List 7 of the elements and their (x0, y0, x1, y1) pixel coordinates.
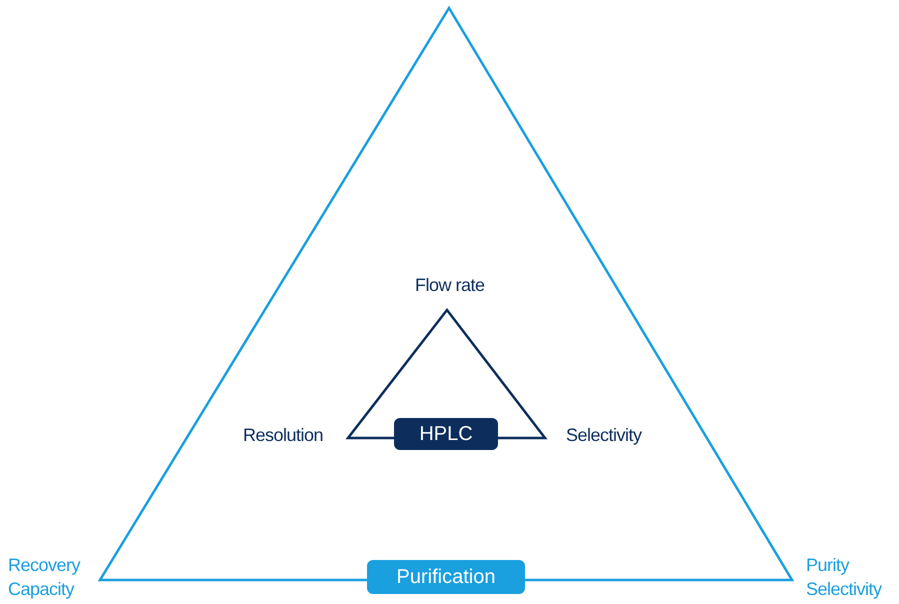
label-badge: HPLC (394, 418, 498, 450)
vertex-label: Flow rate (415, 274, 485, 297)
vertex-label: Resolution (243, 424, 324, 447)
label-badge: Purification (367, 560, 525, 594)
vertex-label: Purity Selectivity (806, 554, 883, 601)
vertex-label: Selectivity (566, 424, 642, 447)
vertex-label: Recovery Capacity (8, 554, 82, 601)
